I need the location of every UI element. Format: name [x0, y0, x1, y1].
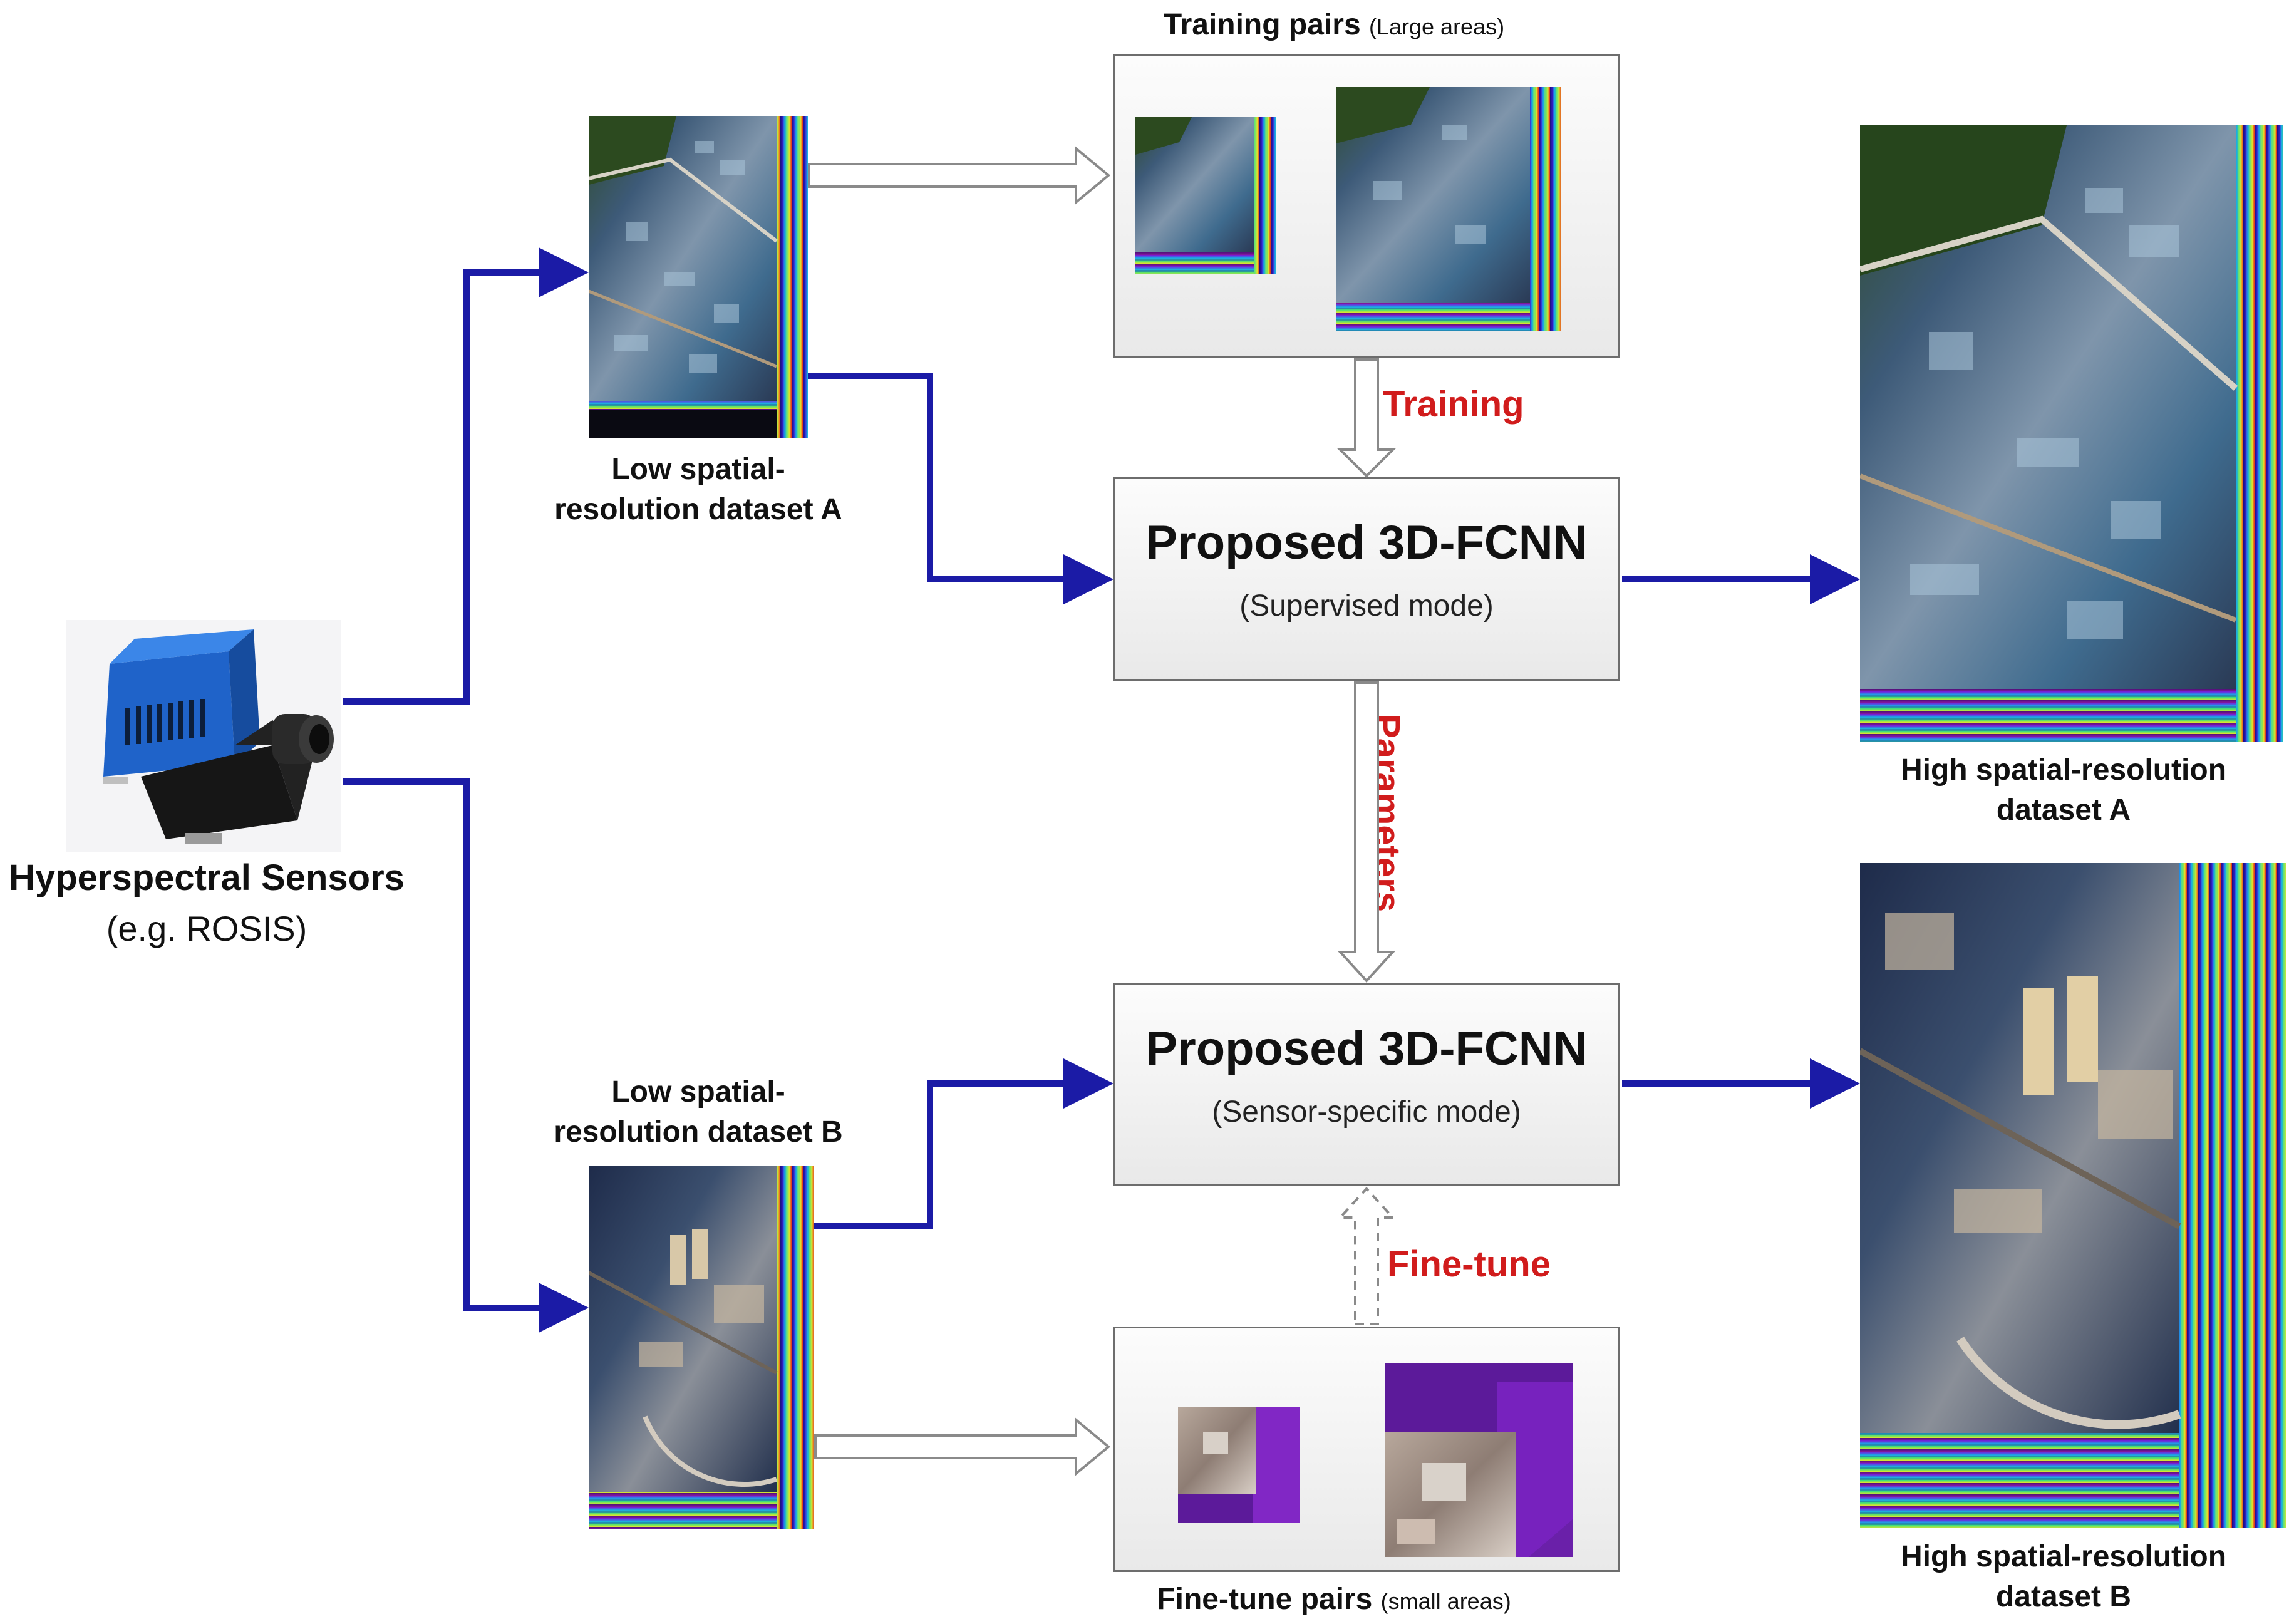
high-res-cube-a: [1859, 125, 2283, 742]
sensor-to-low-a-connector: [343, 247, 589, 705]
finetune-lr-patch: [1178, 1407, 1300, 1523]
high-res-cube-b: [1858, 863, 2286, 1528]
low-res-b-label: Low spatial-resolution dataset B: [554, 1075, 843, 1149]
finetune-pairs-label: Fine-tune pairs (small areas): [1157, 1583, 1511, 1616]
sensor-title: Hyperspectral Sensors: [9, 857, 405, 898]
sensor-subtitle: (e.g. ROSIS): [106, 909, 307, 948]
high-res-b-label: High spatial-resolution dataset B: [1900, 1540, 2227, 1613]
low-res-a-label: Low spatial-resolution dataset A: [554, 453, 842, 526]
low-a-to-training-arrow: [808, 145, 1111, 205]
hyperspectral-camera-image: [66, 620, 341, 852]
parameters-down-arrow: [1337, 681, 1396, 983]
training-down-arrow: [1337, 358, 1396, 478]
low-res-cube-b: [587, 1166, 814, 1529]
training-hr-patch: [1336, 87, 1561, 331]
finetune-hr-patch: [1385, 1363, 1573, 1557]
training-pairs-label: Training pairs (Large areas): [1163, 8, 1505, 41]
training-flow-label: Training: [1383, 384, 1524, 425]
low-res-cube-a: [588, 116, 808, 438]
finetune-up-arrow: [1337, 1187, 1396, 1325]
low-b-to-finetune-arrow: [814, 1417, 1111, 1477]
high-res-a-label: High spatial-resolution dataset A: [1900, 753, 2227, 827]
finetune-pairs-box: [1113, 1327, 1620, 1572]
low-a-to-network-connector: [808, 373, 1113, 604]
network-sensor-specific-mode: (Sensor-specific mode): [1212, 1095, 1521, 1129]
network-supervised-mode: (Supervised mode): [1239, 589, 1494, 623]
network-sensor-specific-title: Proposed 3D-FCNN: [1145, 1022, 1588, 1075]
sensor-to-low-b-connector: [343, 778, 589, 1333]
finetune-flow-label: Fine-tune: [1387, 1244, 1551, 1285]
network-supervised-box: Proposed 3D-FCNN (Supervised mode): [1113, 477, 1620, 681]
training-pairs-box: [1113, 54, 1620, 358]
low-b-to-network-connector: [814, 1058, 1113, 1229]
network-supervised-title: Proposed 3D-FCNN: [1145, 516, 1588, 569]
training-lr-patch: [1135, 117, 1276, 274]
network-sensor-specific-box: Proposed 3D-FCNN (Sensor-specific mode): [1113, 983, 1620, 1186]
